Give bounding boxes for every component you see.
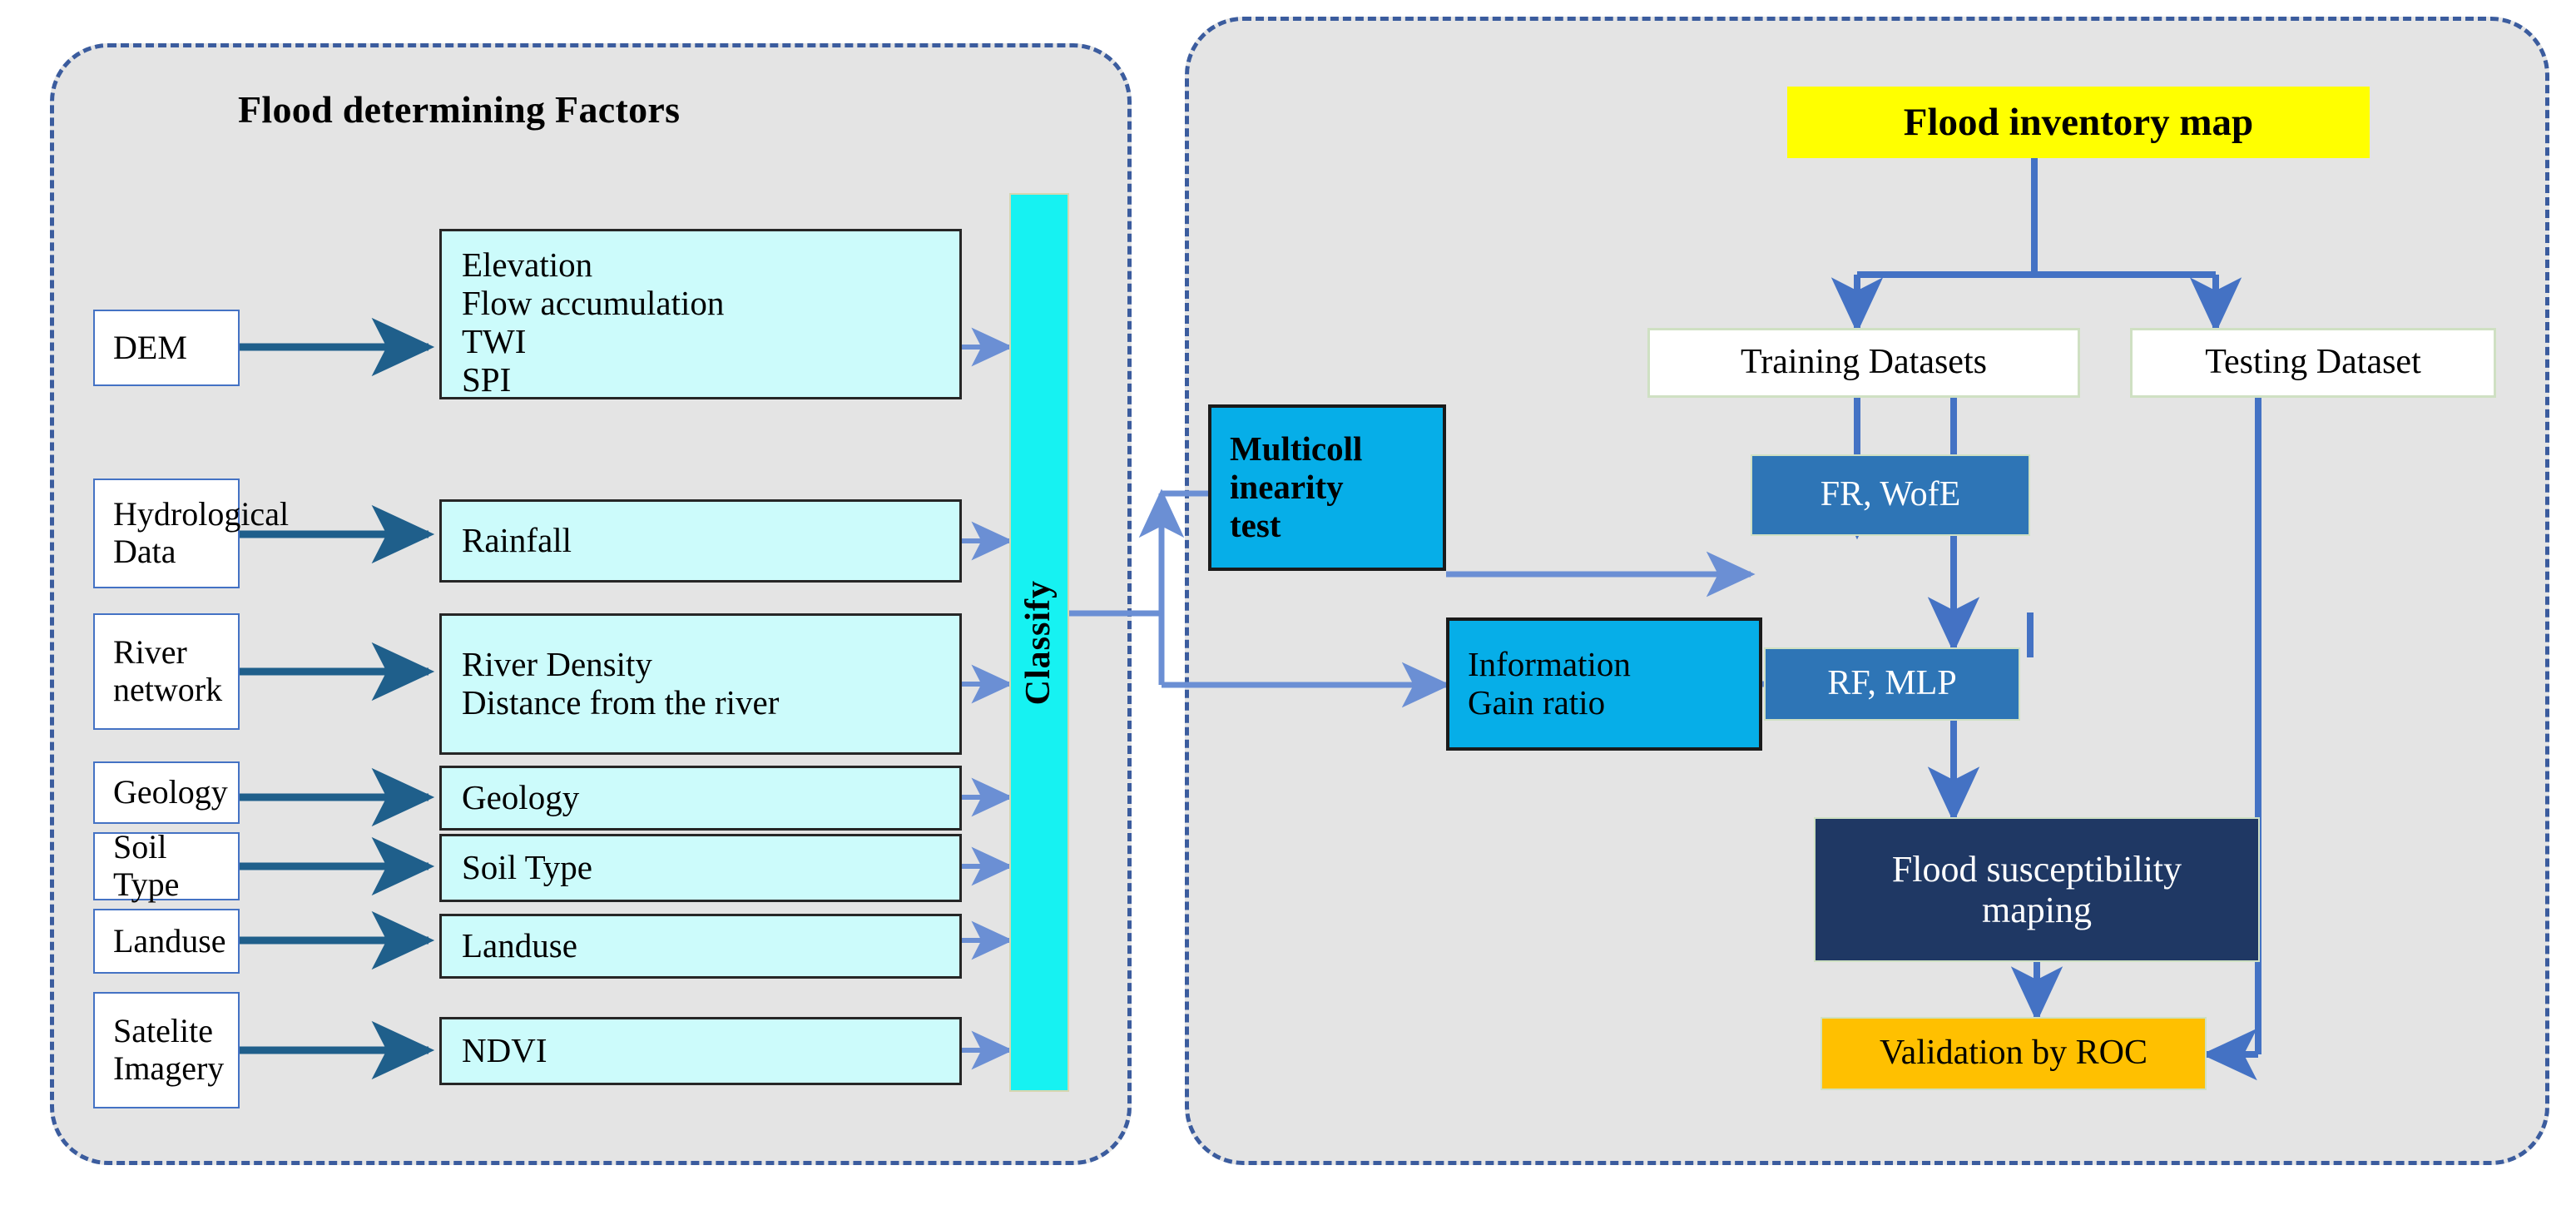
source-box-hydrological-data[interactable]: Hydrological Data xyxy=(93,479,289,588)
factor-box-landuse[interactable]: Landuse xyxy=(439,914,962,979)
classify-bar[interactable]: Classify xyxy=(1009,193,1069,1092)
factor-box-rainfall[interactable]: Rainfall xyxy=(439,499,962,583)
source-box-landuse[interactable]: Landuse xyxy=(93,909,240,974)
factor-box-dem-derivatives[interactable]: Elevation Flow accumulation TWI SPI xyxy=(439,229,962,399)
testing-dataset-box[interactable]: Testing Dataset xyxy=(2130,328,2496,398)
rf-mlp-box[interactable]: RF, MLP xyxy=(1764,647,2020,721)
factor-box-ndvi[interactable]: NDVI xyxy=(439,1017,962,1085)
source-box-soil-type[interactable]: Soil Type xyxy=(93,828,240,903)
factor-box-river-metrics[interactable]: River Density Distance from the river xyxy=(439,613,962,755)
factor-box-geology[interactable]: Geology xyxy=(439,766,962,831)
information-gain-ratio-box[interactable]: Information Gain ratio xyxy=(1446,617,1762,751)
left-panel-heading: Flood determining Factors xyxy=(238,88,681,131)
training-datasets-box[interactable]: Training Datasets xyxy=(1647,328,2080,398)
fr-wofe-box[interactable]: FR, WofE xyxy=(1751,454,2030,536)
factor-box-soil-type[interactable]: Soil Type xyxy=(439,834,962,902)
flood-susceptibility-maping-box[interactable]: Flood susceptibility maping xyxy=(1814,817,2260,962)
source-box-geology[interactable]: Geology xyxy=(93,761,240,824)
source-box-satelite-imagery[interactable]: Satelite Imagery xyxy=(93,992,240,1108)
source-box-river-network[interactable]: River network xyxy=(93,613,240,730)
multicollinearity-test-box[interactable]: Multicoll inearity test xyxy=(1208,404,1446,571)
flood-inventory-map-box[interactable]: Flood inventory map xyxy=(1787,87,2370,158)
validation-by-roc-box[interactable]: Validation by ROC xyxy=(1821,1017,2207,1090)
classify-label: Classify xyxy=(1019,579,1058,706)
right-panel-modeling-workflow xyxy=(1185,17,2549,1165)
source-box-dem[interactable]: DEM xyxy=(93,310,240,386)
